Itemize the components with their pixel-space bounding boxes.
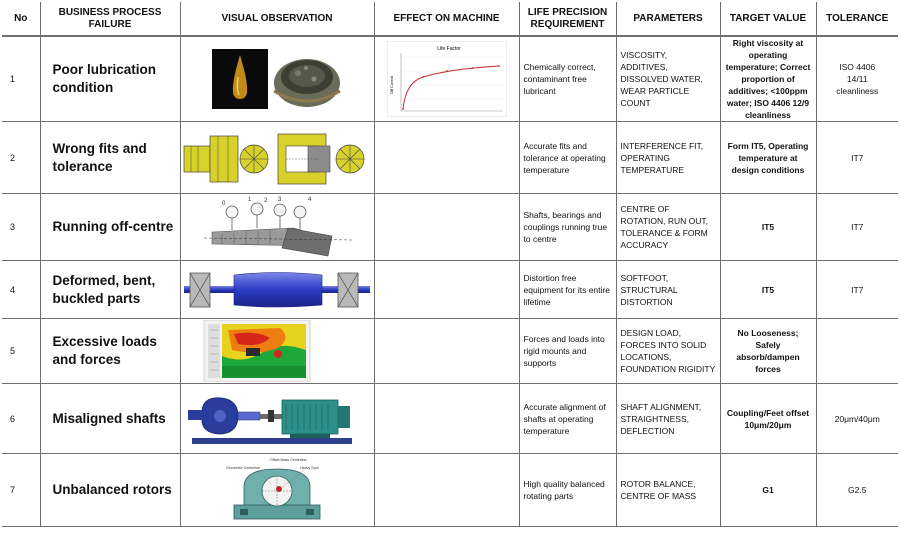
dial-label: 0 [222, 201, 226, 207]
lubrication-image [212, 49, 341, 109]
dial-indicators-image: 0 1 2 3 4 [203, 197, 353, 257]
parameters-text: INTERFERENCE FIT, OPERATING TEMPERATURE [616, 121, 721, 194]
row-number: 4 [2, 260, 41, 319]
target-value-text: G1 [720, 453, 817, 527]
dial-label: 4 [308, 197, 312, 203]
failure-label: Running off-centre [40, 193, 181, 261]
visual-observation-cell [180, 383, 375, 454]
header-failure: BUSINESS PROCESS FAILURE [40, 2, 181, 37]
life-factor-title: Life Factor [437, 46, 461, 52]
header-row: No BUSINESS PROCESS FAILURE VISUAL OBSER… [2, 2, 898, 37]
target-value-text: Coupling/Feet offset 10μm/20μm [720, 383, 817, 454]
effect-on-machine-cell [374, 121, 520, 194]
tolerance-text: ISO 4406 14/11 cleanliness [816, 36, 898, 122]
failure-label: Unbalanced rotors [40, 453, 181, 527]
tolerance-text: IT7 [816, 260, 898, 319]
fits-image [183, 133, 365, 184]
effect-on-machine-cell [374, 193, 520, 261]
tolerance-text [816, 318, 898, 384]
tolerance-text: IT7 [816, 121, 898, 194]
life-factor-chart: Life Factor Diff Current [386, 41, 507, 117]
requirement-text: Shafts, bearings and couplings running t… [519, 193, 617, 261]
parameters-text: ROTOR BALANCE, CENTRE OF MASS [616, 453, 721, 527]
requirement-text: Accurate alignment of shafts at operatin… [519, 383, 617, 454]
offset-mass-centerline-label: Offset Mass Centerline [270, 458, 307, 462]
table-row: 5 Excessive loads and forces Forces and [2, 318, 898, 384]
header-tolerance: TOLERANCE [816, 2, 898, 37]
table-row: 1 Poor lubrication condition [2, 36, 898, 122]
header-requirement: LIFE PRECISION REQUIREMENT [519, 2, 617, 37]
tolerance-text: 20μm/40μm [816, 383, 898, 454]
table-row: 4 Deformed, bent, buckled parts [2, 260, 898, 319]
table-row: 3 Running off-centre 0 1 2 3 4 [2, 193, 898, 261]
row-number: 2 [2, 121, 41, 194]
row-number: 3 [2, 193, 41, 261]
failure-label: Wrong fits and tolerance [40, 121, 181, 194]
bent-shaft-image [184, 271, 370, 307]
effect-on-machine-cell [374, 453, 520, 527]
table-row: 2 Wrong fits and tolerance A [2, 121, 898, 194]
requirement-text: Accurate fits and tolerance at operating… [519, 121, 617, 194]
failure-label: Deformed, bent, buckled parts [40, 260, 181, 319]
failure-label: Poor lubrication condition [40, 36, 181, 122]
parameters-text: SHAFT ALIGNMENT, STRAIGHTNESS, DEFLECTIO… [616, 383, 721, 454]
header-no: No [2, 2, 41, 37]
visual-observation-cell: 0 1 2 3 4 [180, 193, 375, 261]
life-factor-ylabel: Diff Current [390, 76, 394, 94]
requirement-text: High quality balanced rotating parts [519, 453, 617, 527]
row-number: 5 [2, 318, 41, 384]
row-number: 7 [2, 453, 41, 527]
table-row: 7 Unbalanced rotors Geometric Centerline… [2, 453, 898, 527]
parameters-text: SOFTFOOT, STRUCTURAL DISTORTION [616, 260, 721, 319]
row-number: 1 [2, 36, 41, 122]
dial-label: 3 [278, 197, 282, 203]
effect-on-machine-cell [374, 318, 520, 384]
geometric-centerline-label: Geometric Centerline [226, 466, 260, 470]
effect-on-machine-cell [374, 383, 520, 454]
tolerance-text: G2.5 [816, 453, 898, 527]
header-target: TARGET VALUE [720, 2, 817, 37]
target-value-text: Right viscosity at operating temperature… [720, 36, 817, 122]
row-number: 6 [2, 383, 41, 454]
tolerance-text: IT7 [816, 193, 898, 261]
dial-label: 2 [264, 198, 268, 204]
failure-label: Misaligned shafts [40, 383, 181, 454]
header-parameters: PARAMETERS [616, 2, 721, 37]
header-effect: EFFECT ON MACHINE [374, 2, 520, 37]
failure-table: No BUSINESS PROCESS FAILURE VISUAL OBSER… [2, 2, 898, 527]
visual-observation-cell [180, 260, 375, 319]
visual-observation-cell [180, 36, 375, 122]
target-value-text: No Looseness; Safely absorb/dampen force… [720, 318, 817, 384]
requirement-text: Distortion free equipment for its entire… [519, 260, 617, 319]
effect-on-machine-cell: Life Factor Diff Current [374, 36, 520, 122]
parameters-text: DESIGN LOAD, FORCES INTO SOLID LOCATIONS… [616, 318, 721, 384]
parameters-text: VISCOSITY, ADDITIVES, DISSOLVED WATER, W… [616, 36, 721, 122]
target-value-text: Form IT5, Operating temperature at desig… [720, 121, 817, 194]
visual-observation-cell: Geometric Centerline Offset Mass Centerl… [180, 453, 375, 527]
requirement-text: Chemically correct, contaminant free lub… [519, 36, 617, 122]
pump-motor-image [188, 396, 352, 444]
thermal-image [203, 320, 311, 382]
parameters-text: CENTRE OF ROTATION, RUN OUT, TOLERANCE &… [616, 193, 721, 261]
table-row: 6 Misaligned shafts Accurate [2, 383, 898, 454]
unbalanced-rotor-image: Geometric Centerline Offset Mass Centerl… [226, 458, 321, 520]
visual-observation-cell [180, 318, 375, 384]
heavy-spot-label: Heavy Spot [300, 466, 319, 470]
header-visual: VISUAL OBSERVATION [180, 2, 375, 37]
target-value-text: IT5 [720, 260, 817, 319]
visual-observation-cell [180, 121, 375, 194]
dial-label: 1 [248, 197, 252, 203]
failure-label: Excessive loads and forces [40, 318, 181, 384]
effect-on-machine-cell [374, 260, 520, 319]
requirement-text: Forces and loads into rigid mounts and s… [519, 318, 617, 384]
target-value-text: IT5 [720, 193, 817, 261]
